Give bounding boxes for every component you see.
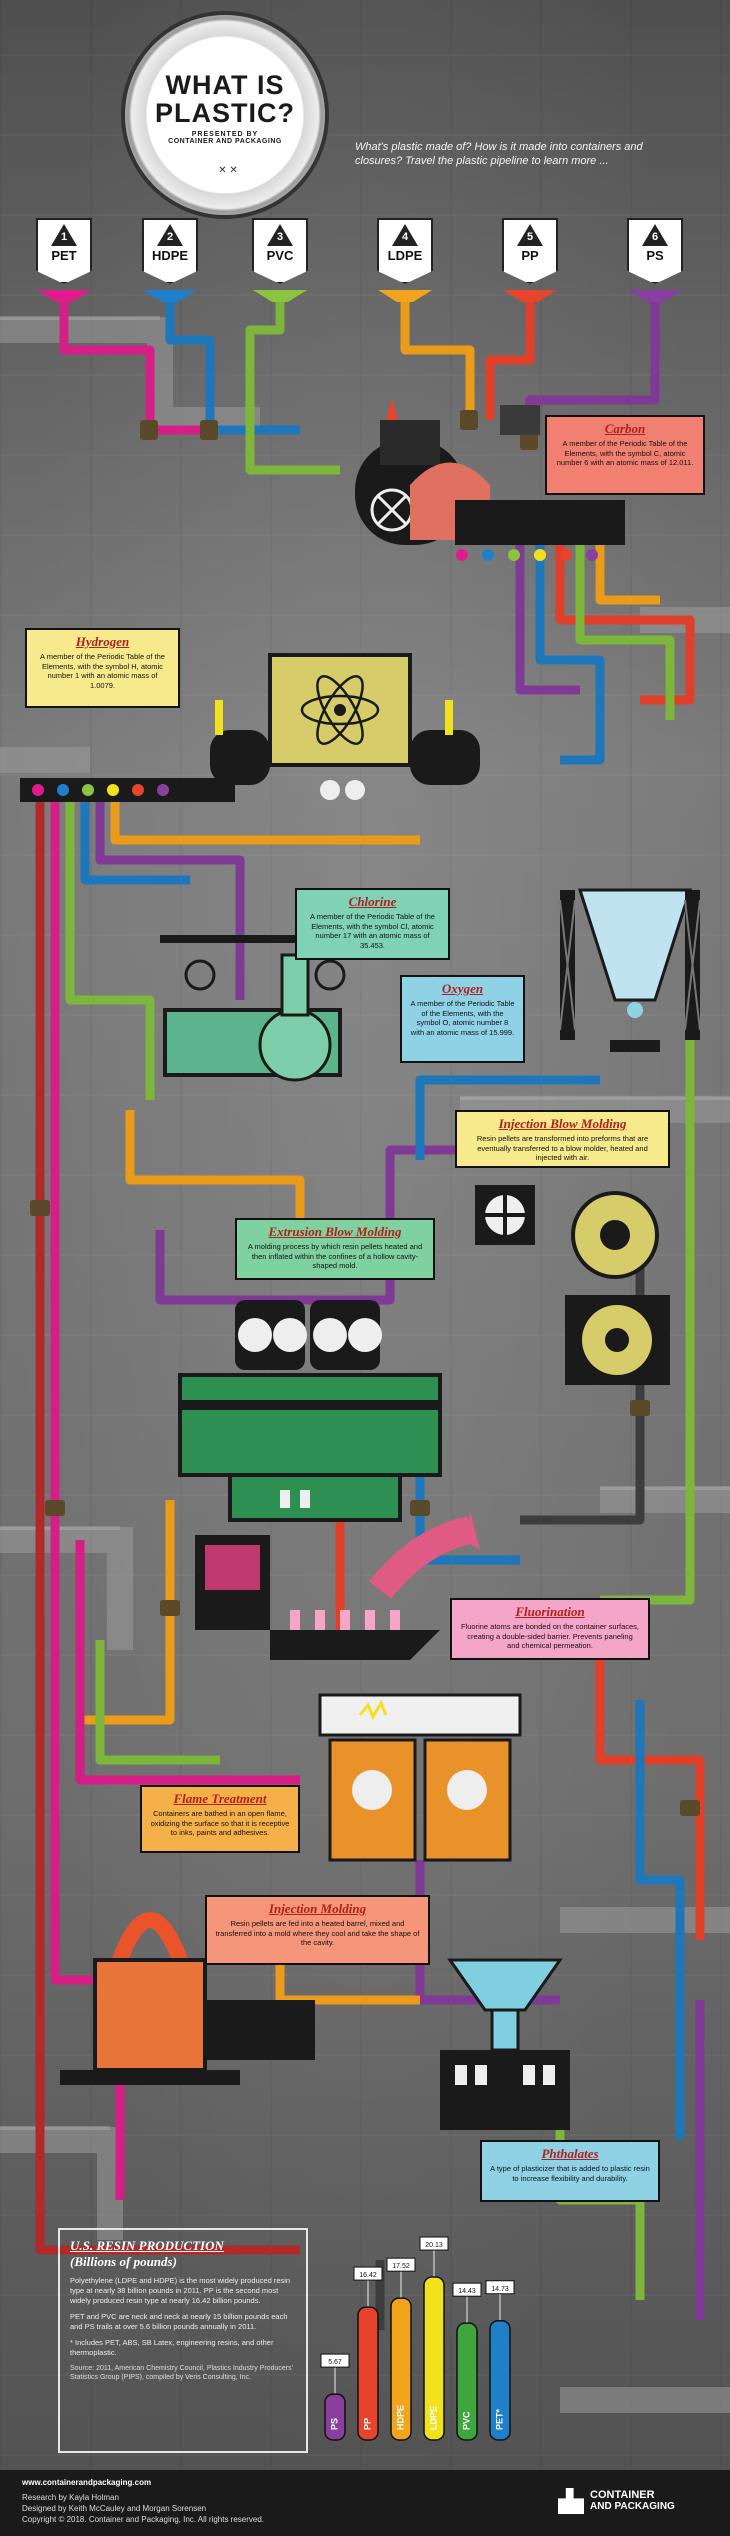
chlorine-machine — [160, 935, 360, 1082]
phthalates-machine — [440, 1958, 570, 2130]
value-label-box — [419, 2236, 449, 2251]
resin-tag-number: 6 — [651, 231, 659, 243]
gauge-bolts: ✕ ✕ — [218, 165, 238, 176]
extrusion-blow-machine — [178, 1300, 442, 1522]
resin-tag-label: LDPE — [387, 248, 423, 263]
production-panel: U.S. RESIN PRODUCTION (Billions of pound… — [58, 2228, 308, 2453]
bar-pet — [489, 2320, 511, 2441]
background-duct-stripes — [0, 316, 730, 2130]
production-subtitle: (Billions of pounds) — [70, 2254, 177, 2269]
pipe-joints — [30, 410, 700, 1816]
footer-url[interactable]: www.containerandpackaging.com — [22, 2478, 152, 2487]
flame-treatment-machine — [318, 1693, 522, 1862]
bar-pvc — [456, 2322, 478, 2441]
category-label: PVC — [461, 2411, 471, 2430]
resin-tag-label: HDPE — [151, 248, 189, 263]
resin-tag-label: PS — [646, 248, 664, 263]
value-label-box — [452, 2282, 482, 2297]
category-label: PET* — [494, 2408, 504, 2430]
resin-tag-label: PP — [521, 248, 539, 263]
resin-tag-label: PVC — [266, 248, 294, 263]
production-title: U.S. RESIN PRODUCTION — [70, 2238, 224, 2253]
recycle-triangle-icon: 5 — [517, 224, 543, 246]
page-title: WHAT IS PLASTIC? PRESENTED BY CONTAINER … — [155, 70, 295, 145]
value-label: 14.73 — [491, 2286, 509, 2293]
bar-ldpe — [423, 2276, 445, 2441]
value-label: 17.52 — [392, 2263, 410, 2270]
pipe-ldpe — [400, 300, 475, 420]
value-label-box — [353, 2266, 383, 2281]
resin-tag-number: 2 — [166, 231, 174, 243]
carbon-furnace — [355, 398, 625, 561]
production-paragraph-1: Polyethylene (LDPE and HDPE) is the most… — [70, 2276, 291, 2305]
value-label: 20.13 — [425, 2242, 443, 2249]
resin-tag-number: 3 — [276, 231, 284, 243]
brand-logo-icon — [558, 2488, 584, 2514]
bar-pp — [357, 2306, 379, 2441]
pipe-pet — [59, 300, 260, 435]
recycle-triangle-icon: 1 — [51, 224, 77, 246]
resin-tag-label: PET — [51, 248, 77, 263]
resin-funnels — [37, 290, 682, 302]
hydrogen-machine — [210, 653, 480, 800]
category-label: PP — [362, 2418, 372, 2430]
resin-tag-number: 4 — [401, 231, 409, 243]
category-label: HDPE — [395, 2405, 405, 2430]
pipe-pp — [485, 300, 535, 420]
production-source: Source: 2011, American Chemistry Council… — [70, 2365, 293, 2381]
bar-hdpe — [390, 2297, 412, 2441]
production-paragraph-3: * Includes PET, ABS, SB Latex, engineeri… — [70, 2338, 274, 2357]
footer-research: Research by Kayla Holman — [22, 2493, 119, 2502]
footer-bar: www.containerandpackaging.com Research b… — [0, 2470, 730, 2536]
bar-ps — [324, 2393, 346, 2441]
category-label: LDPE — [428, 2406, 438, 2430]
production-paragraph-2: PET and PVC are neck and neck at nearly … — [70, 2312, 288, 2331]
value-label: 14.43 — [458, 2288, 476, 2295]
category-label: PS — [329, 2418, 339, 2430]
injection-blow-machine — [475, 1185, 670, 1385]
intro-text: What's plastic made of? How is it made i… — [355, 141, 643, 167]
color-manifold — [20, 778, 235, 802]
header-gauge: WHAT IS PLASTIC? PRESENTED BY CONTAINER … — [125, 15, 325, 215]
recycle-triangle-icon: 3 — [267, 224, 293, 246]
recycle-triangle-icon: 4 — [392, 224, 418, 246]
resin-tag-number: 5 — [526, 231, 534, 243]
value-label-box — [485, 2280, 515, 2295]
brand-name: CONTAINER AND PACKAGING — [590, 2489, 675, 2512]
footer-copyright: Copyright © 2018. Container and Packagin… — [22, 2515, 265, 2524]
value-label: 16.42 — [359, 2272, 377, 2279]
injection-molding-machine — [60, 1912, 315, 2085]
recycle-triangle-icon: 2 — [157, 224, 183, 246]
value-label-box — [320, 2353, 350, 2368]
fluorination-station — [195, 1510, 480, 1660]
value-label-box — [386, 2257, 416, 2272]
pipe-pvc — [245, 300, 340, 475]
recycle-triangle-icon: 6 — [642, 224, 668, 246]
value-label: 5.67 — [328, 2359, 342, 2366]
oxygen-tower — [559, 888, 701, 1052]
pipe-hdpe — [165, 300, 300, 435]
resin-tag-number: 1 — [60, 231, 68, 243]
footer-designed: Designed by Keith McCauley and Morgan So… — [22, 2504, 207, 2513]
